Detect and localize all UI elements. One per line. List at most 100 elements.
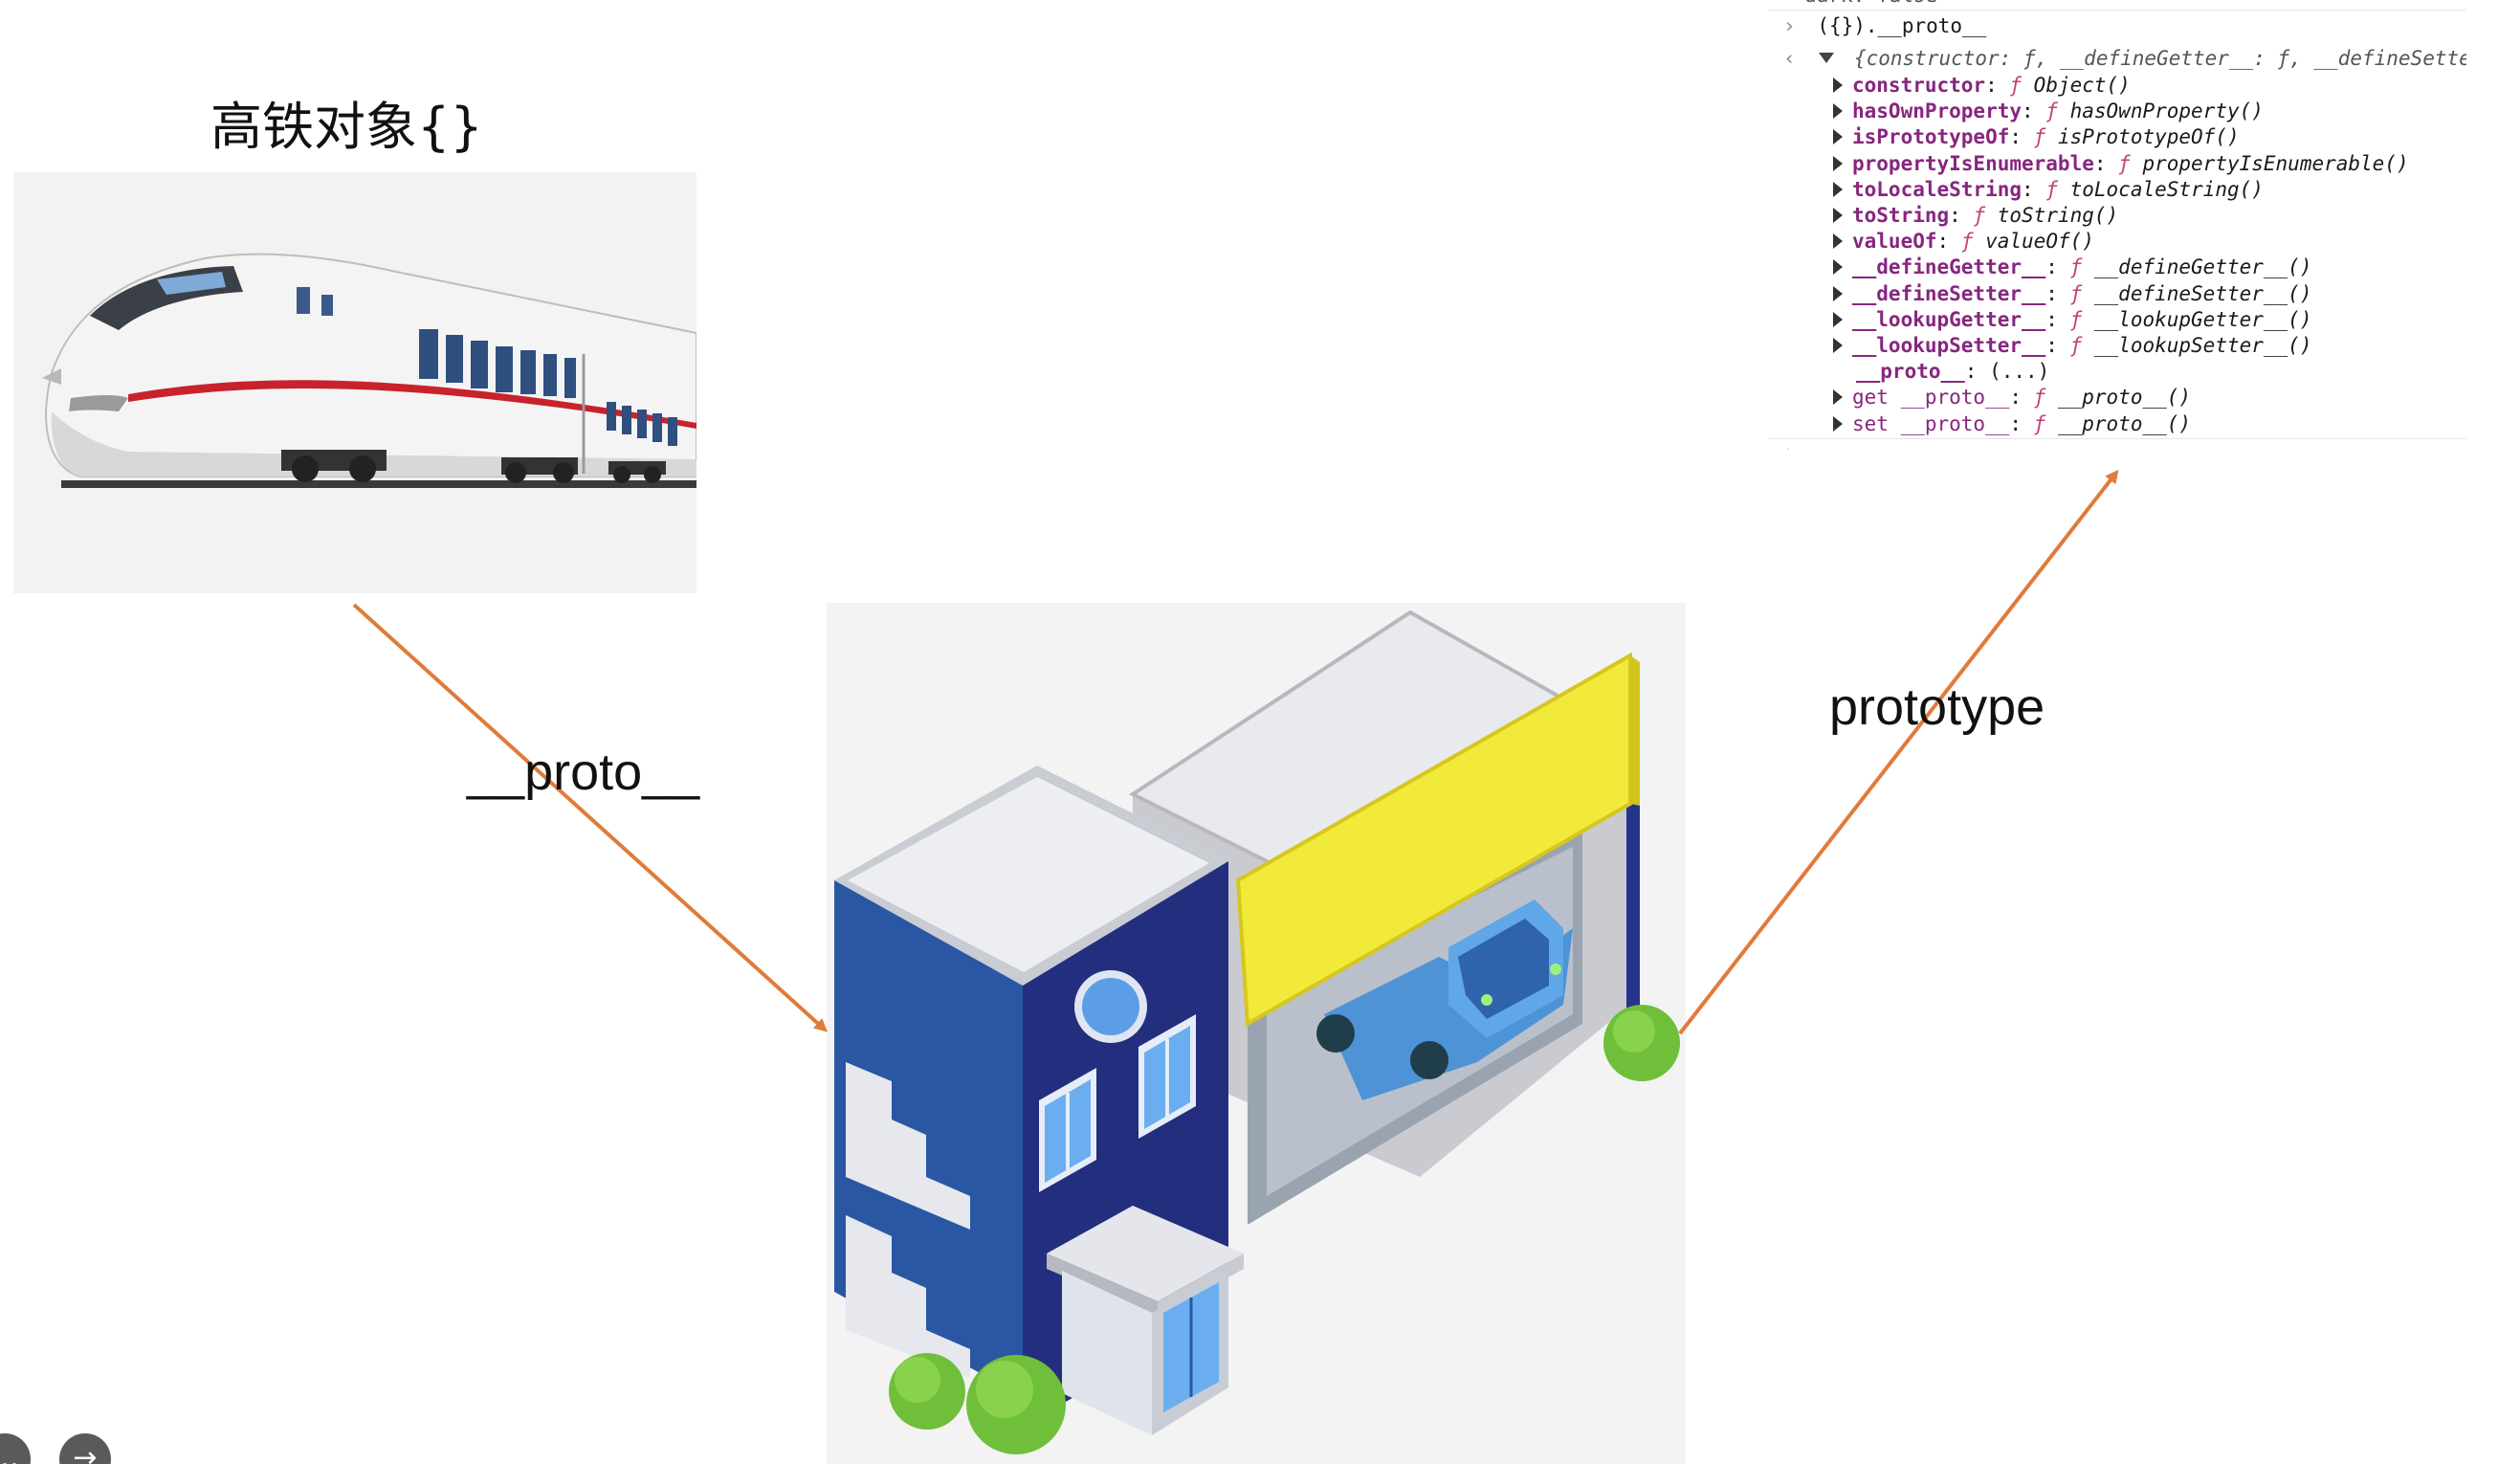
expand-right-icon[interactable] — [1833, 338, 1843, 353]
prop-colon: : — [2045, 255, 2070, 279]
console-prompt-icon[interactable]: › — [1783, 440, 1796, 450]
console-prop-row[interactable]: isPrototypeOf: ƒ isPrototypeOf() — [1833, 124, 2240, 150]
prop-value: (...) — [1989, 360, 2050, 384]
prop-value: toString() — [1997, 204, 2119, 227]
console-prop-row[interactable]: hasOwnProperty: ƒ hasOwnProperty() — [1833, 99, 2264, 124]
function-icon: ƒ — [2118, 151, 2143, 175]
expand-right-icon[interactable] — [1833, 285, 1843, 301]
input-prompt-icon: › — [1783, 14, 1796, 37]
expand-right-icon[interactable] — [1833, 155, 1843, 171]
console-prop-row[interactable]: propertyIsEnumerable: ƒ propertyIsEnumer… — [1833, 151, 2409, 177]
prototype-arrow — [1678, 469, 2119, 1035]
prop-key: hasOwnProperty — [1852, 100, 2023, 123]
prop-colon: : — [1964, 360, 1990, 384]
console-prop-row[interactable]: toString: ƒ toString() — [1833, 203, 2118, 229]
expand-right-icon[interactable] — [1833, 78, 1843, 93]
function-icon: ƒ — [2033, 411, 2058, 435]
prop-value: valueOf() — [1985, 230, 2094, 254]
console-input-row[interactable]: › ({}).__proto__ — [1783, 13, 1986, 39]
prop-key: set __proto__ — [1852, 411, 2010, 435]
prop-value: __proto__() — [2057, 386, 2192, 410]
expand-right-icon[interactable] — [1833, 389, 1843, 406]
train-image — [13, 172, 696, 593]
prototype-label: prototype — [1829, 678, 2045, 736]
prop-value: __lookupSetter__() — [2093, 334, 2312, 357]
prop-key: __lookupGetter__ — [1852, 307, 2046, 331]
prop-colon: : — [1949, 204, 1974, 227]
expand-right-icon[interactable] — [1833, 415, 1843, 432]
prop-colon: : — [2009, 411, 2034, 435]
console-proto-row[interactable]: __proto__: (...) — [1856, 359, 2049, 385]
prop-value: propertyIsEnumerable() — [2142, 151, 2409, 175]
console-prop-row[interactable]: toLocaleString: ƒ toLocaleString() — [1833, 177, 2264, 203]
prop-key: get __proto__ — [1852, 386, 2010, 410]
prop-value: hasOwnProperty() — [2069, 100, 2264, 123]
prop-colon: : — [2022, 177, 2046, 201]
function-icon: ƒ — [2009, 74, 2034, 97]
console-accessor-row[interactable]: set __proto__: ƒ __proto__() — [1833, 411, 2191, 437]
expand-down-icon[interactable] — [1819, 53, 1835, 63]
console-prop-row[interactable]: __lookupGetter__: ƒ __lookupGetter__() — [1833, 307, 2311, 333]
expand-right-icon[interactable] — [1833, 129, 1843, 145]
prop-key: toLocaleString — [1852, 177, 2023, 201]
train-object-title: 高铁对象{} — [210, 97, 483, 157]
proto-arrow — [352, 603, 828, 1032]
prop-colon: : — [2009, 386, 2034, 410]
function-icon: ƒ — [2045, 177, 2070, 201]
result-summary: {constructor: ƒ, __defineGetter__: ƒ, __… — [1853, 47, 2466, 70]
expand-right-icon[interactable] — [1833, 233, 1843, 250]
function-icon: ƒ — [2045, 100, 2070, 123]
prop-key: __proto__ — [1856, 360, 1965, 384]
prop-colon: : — [1936, 230, 1961, 254]
function-icon: ƒ — [1973, 204, 1998, 227]
console-prop-row[interactable]: __defineGetter__: ƒ __defineGetter__() — [1833, 255, 2311, 280]
prop-key: constructor — [1852, 74, 1986, 97]
more-icon[interactable]: … — [0, 1433, 31, 1464]
function-icon: ƒ — [2033, 386, 2058, 410]
function-icon: ƒ — [2069, 307, 2094, 331]
prop-colon: : — [2045, 334, 2070, 357]
function-icon: ƒ — [2069, 281, 2094, 305]
expand-right-icon[interactable] — [1833, 103, 1843, 120]
console-prop-row[interactable]: __lookupSetter__: ƒ __lookupSetter__() — [1833, 333, 2311, 359]
console-panel: dark: false › ({}).__proto__ ‹ {construc… — [1768, 0, 2466, 450]
function-icon: ƒ — [1960, 230, 1986, 254]
console-cut-line: dark: false — [1804, 0, 1937, 9]
prop-colon: : — [2045, 281, 2070, 305]
expand-right-icon[interactable] — [1833, 311, 1843, 327]
prop-key: toString — [1852, 204, 1950, 227]
prop-colon: : — [2045, 307, 2070, 331]
prop-value: __proto__() — [2057, 411, 2192, 435]
console-result-row[interactable]: ‹ {constructor: ƒ, __defineGetter__: ƒ, … — [1783, 46, 2466, 72]
prop-value: __lookupGetter__() — [2093, 307, 2312, 331]
function-icon: ƒ — [2033, 125, 2058, 149]
prop-value: __defineGetter__() — [2093, 255, 2312, 279]
expand-right-icon[interactable] — [1833, 208, 1843, 223]
prop-colon: : — [1985, 74, 2010, 97]
console-prop-row[interactable]: valueOf: ƒ valueOf() — [1833, 229, 2094, 255]
prop-colon: : — [2022, 100, 2046, 123]
console-input: ({}).__proto__ — [1817, 14, 1987, 37]
console-prop-row[interactable]: __defineSetter__: ƒ __defineSetter__() — [1833, 281, 2311, 307]
console-accessor-row[interactable]: get __proto__: ƒ __proto__() — [1833, 385, 2191, 410]
prop-value: toLocaleString() — [2069, 177, 2264, 201]
prop-value: Object() — [2033, 74, 2131, 97]
prop-colon: : — [2009, 125, 2034, 149]
prop-key: __lookupSetter__ — [1852, 334, 2046, 357]
prop-key: __defineGetter__ — [1852, 255, 2046, 279]
prop-colon: : — [2093, 151, 2119, 175]
building-image — [827, 603, 1686, 1464]
proto-label: __proto__ — [467, 743, 700, 801]
prop-key: valueOf — [1852, 230, 1937, 254]
console-prop-row[interactable]: constructor: ƒ Object() — [1833, 73, 2131, 99]
prop-value: __defineSetter__() — [2093, 281, 2312, 305]
expand-right-icon[interactable] — [1833, 181, 1843, 197]
function-icon: ƒ — [2069, 255, 2094, 279]
function-icon: ƒ — [2069, 334, 2094, 357]
prop-value: isPrototypeOf() — [2057, 125, 2240, 149]
prop-key: __defineSetter__ — [1852, 281, 2046, 305]
prop-key: isPrototypeOf — [1852, 125, 2010, 149]
expand-right-icon[interactable] — [1833, 259, 1843, 276]
